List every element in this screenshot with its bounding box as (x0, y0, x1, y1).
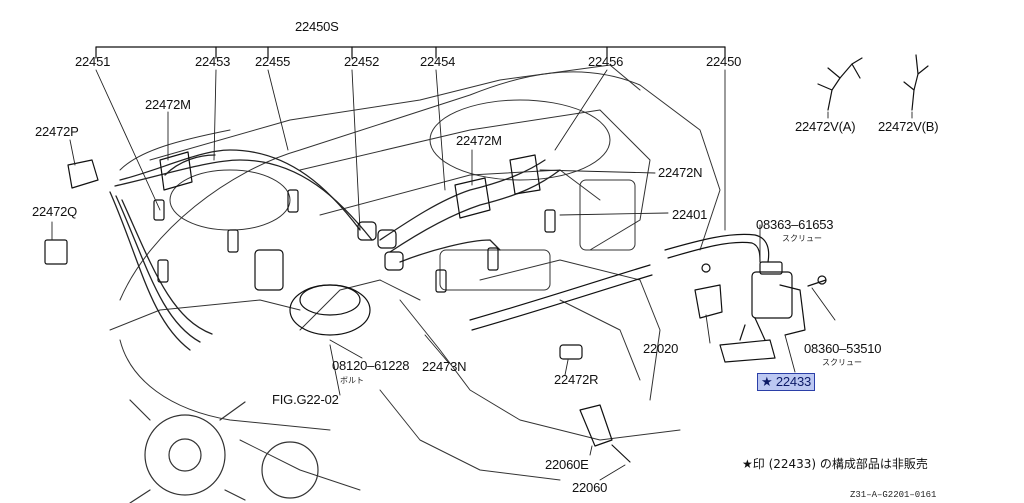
label-22472q: 22472Q (32, 204, 78, 219)
label-22472n-upper: 22472N (658, 165, 703, 180)
label-08360-53510: 08360–53510 (804, 341, 882, 356)
label-22472va: 22472V(A) (795, 119, 856, 134)
engine-block (109, 64, 721, 491)
coil-hose (469, 233, 770, 331)
label-22472m-left: 22472M (145, 97, 191, 112)
label-22450: 22450 (706, 54, 742, 69)
ignition-coil (694, 261, 827, 363)
label-screw-upper: スクリュー (782, 234, 822, 243)
label-fig-g22-02[interactable]: FIG.G22-02 (272, 392, 339, 407)
harness-set-bracket (95, 46, 726, 59)
distributor (254, 249, 371, 336)
leader-lines (51, 69, 913, 481)
label-22450s: 22450S (295, 19, 339, 34)
not-for-sale-note: ★印 (22433) の構成部品は非販売 (742, 457, 928, 471)
label-22452: 22452 (344, 54, 380, 69)
label-22472r: 22472R (554, 372, 599, 387)
connectors (44, 151, 541, 271)
label-22020: 22020 (643, 341, 679, 356)
label-bolt: ボルト (340, 376, 364, 385)
label-22401: 22401 (672, 207, 708, 222)
label-22060: 22060 (572, 480, 608, 495)
label-22433-highlighted[interactable]: ★ 22433 (757, 373, 816, 391)
label-22456: 22456 (588, 54, 624, 69)
label-22472vb: 22472V(B) (878, 119, 939, 134)
label-22472m-right: 22472M (456, 133, 502, 148)
label-22060e: 22060E (545, 457, 589, 472)
label-22451: 22451 (75, 54, 111, 69)
label-22455: 22455 (255, 54, 291, 69)
sensor-switch (559, 344, 631, 463)
label-22473n: 22473N (422, 359, 467, 374)
sub-harnesses (817, 54, 929, 111)
label-22453: 22453 (195, 54, 231, 69)
label-screw-lower: スクリュー (822, 358, 862, 367)
label-08363-61653: 08363–61653 (756, 217, 834, 232)
diagram-code: Z31–A–G2201–0161 (850, 490, 937, 500)
fan-pulley (129, 399, 319, 503)
spark-plug-wires (109, 149, 561, 351)
label-08120-61228: 08120–61228 (332, 358, 410, 373)
label-22454: 22454 (420, 54, 456, 69)
spark-plugs (153, 189, 556, 293)
label-22472p: 22472P (35, 124, 79, 139)
